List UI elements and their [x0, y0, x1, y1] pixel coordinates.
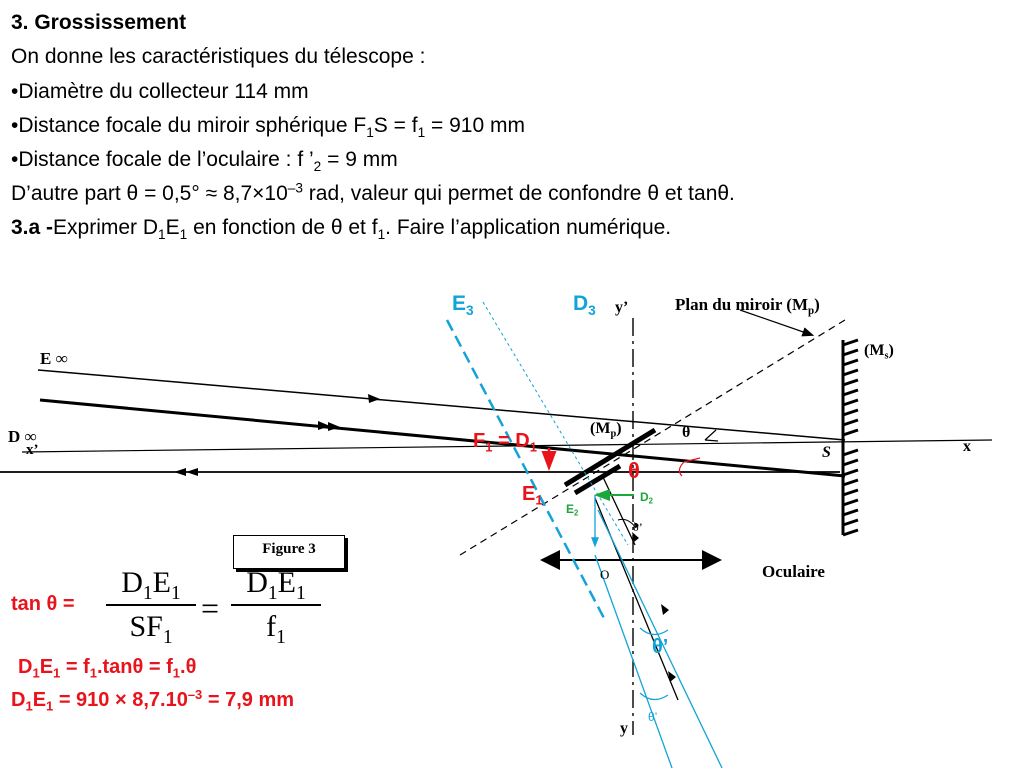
ray-d3-dotted: [482, 301, 629, 546]
theta-prime-arc-blue-small: [639, 692, 669, 701]
label-theta-prime-blue: θ’: [652, 636, 669, 658]
label-mp: (Mp): [590, 420, 622, 440]
answer-line-1: D1E1 = f1.tanθ = f1.θ: [18, 656, 197, 681]
theta-red-arc: [678, 461, 685, 477]
fraction-1-denominator: SF1: [129, 609, 173, 648]
label-y-prime: y’: [615, 299, 629, 316]
label-e1: E1: [522, 483, 543, 508]
fraction-1: D1E1 SF1: [106, 566, 196, 648]
flat-mirror-mp: [563, 427, 657, 488]
label-e-infinity: E ∞: [40, 349, 68, 368]
mirror-plane-dashed: [459, 319, 846, 556]
ray-e3-dashed: [445, 319, 607, 621]
label-f1-d1: F1 = D1: [473, 430, 537, 455]
ray-e-infinity: [37, 369, 846, 441]
theta-prime-arc: [617, 518, 637, 529]
label-e3: E3: [452, 292, 474, 318]
label-d2: D2: [640, 490, 654, 506]
tan-theta-label: tan θ =: [11, 593, 75, 615]
section-heading: 3. Grossissement: [11, 11, 187, 34]
label-theta-prime-black: θ’: [633, 520, 643, 534]
label-d-infinity: D ∞: [8, 427, 37, 446]
mirror-mp-hatch: [573, 463, 622, 496]
bullet-focal-mirror: •Distance focale du miroir sphérique F1S…: [11, 114, 525, 140]
optical-axis: [21, 439, 993, 453]
label-y: y: [620, 720, 628, 737]
plan-miroir-arrow: [739, 309, 815, 337]
fraction-2: D1E1 f1: [231, 566, 321, 648]
angle-statement: D’autre part θ = 0,5° ≈ 8,7×10–3 rad, va…: [11, 180, 735, 205]
intro-text: On donne les caractéristiques du télesco…: [11, 45, 426, 68]
ray-d-infinity: [39, 398, 846, 478]
label-x-prime: x’: [26, 442, 39, 458]
fraction-2-numerator: D1E1: [246, 566, 306, 604]
label-ms: (Ms): [864, 342, 894, 362]
ray-blue-out-2: [594, 554, 673, 768]
label-s: S: [822, 444, 831, 461]
figure-label: Figure 3: [233, 535, 345, 569]
theta-prime-arc-blue: [639, 627, 669, 636]
question-3a: 3.a -Exprimer D1E1 en fonction de θ et f…: [11, 216, 672, 242]
label-o: O: [600, 567, 610, 582]
ray-blue-out-1: [597, 509, 723, 768]
label-plan-miroir: Plan du miroir (Mp): [675, 295, 820, 317]
label-e2: E2: [566, 502, 579, 518]
fraction-1-numerator: D1E1: [121, 566, 181, 604]
primary-mirror-hatch: [842, 338, 859, 537]
label-oculaire: Oculaire: [762, 562, 825, 581]
label-theta-red: θ: [628, 458, 640, 483]
ray-below-eyepiece-2: [601, 474, 636, 546]
answer-line-2: D1E1 = 910 × 8,7.10–3 = 7,9 mm: [11, 686, 295, 714]
label-theta-small: θ: [682, 424, 691, 441]
equals-sign: =: [201, 590, 220, 626]
bullet-focal-eyepiece: •Distance focale de l’oculaire : f ’2 = …: [11, 148, 398, 174]
label-x: x: [963, 438, 971, 455]
bullet-diameter: •Diamètre du collecteur 114 mm: [11, 80, 309, 103]
fraction-2-denominator: f1: [266, 609, 286, 648]
label-theta-prime-small: θ’: [648, 710, 658, 724]
label-d3: D3: [573, 292, 596, 318]
